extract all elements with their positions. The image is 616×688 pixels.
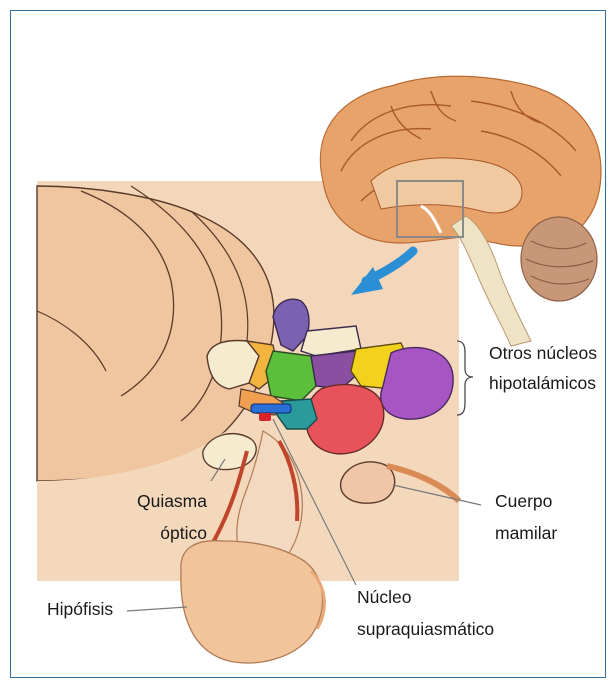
pituitary (181, 541, 323, 663)
scn-red (259, 413, 271, 421)
cerebellum (521, 217, 597, 301)
diagram-frame: Otros núcleos hipotalámicos Cuerpo mamil… (10, 10, 606, 678)
label-mammillary-2: mamilar (495, 521, 557, 545)
bracket (457, 341, 473, 415)
label-scn-1: Núcleo (357, 585, 411, 609)
scn-blue (251, 404, 291, 413)
nucleus-green (266, 351, 316, 401)
leader-pituitary (127, 607, 187, 611)
label-mammillary-1: Cuerpo (495, 489, 552, 513)
label-scn-2: supraquiasmático (357, 617, 494, 641)
label-chiasm-2: óptico (107, 521, 207, 545)
label-other-nuclei-1: Otros núcleos (489, 341, 597, 365)
label-pituitary: Hipófisis (47, 597, 113, 621)
label-chiasm-1: Quiasma (107, 489, 207, 513)
label-other-nuclei-2: hipotalámicos (489, 371, 596, 395)
corpus-callosum (371, 158, 522, 213)
